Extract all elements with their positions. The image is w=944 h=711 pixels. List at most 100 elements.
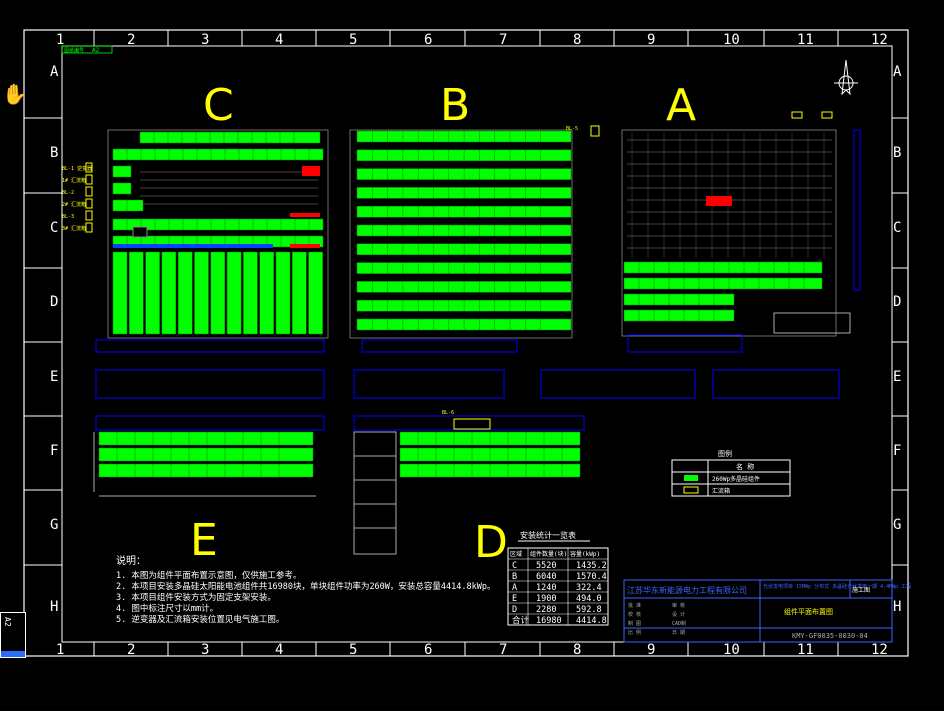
- column-label-top: 9: [647, 32, 655, 48]
- area-c-blue-cable: [113, 244, 273, 248]
- area-d-building: [353, 431, 397, 555]
- column-label-top: 8: [573, 32, 581, 48]
- area-c-panel-row: [112, 165, 132, 178]
- area-e-panel-row: [98, 463, 314, 478]
- inverter-label: 2# 汇流箱: [62, 201, 86, 208]
- area-c-panel-column: [259, 251, 274, 335]
- column-label-top: 12: [871, 32, 888, 48]
- area-d-combiner: [453, 418, 491, 430]
- summary-table-cell: C: [512, 561, 517, 571]
- row-label-right: B: [893, 145, 901, 161]
- legend-swatch-panel: [684, 475, 698, 481]
- inverter-label: 1# 汇流箱: [62, 177, 86, 184]
- summary-table-cell: 1900: [536, 594, 556, 604]
- summary-table-cell: E: [512, 594, 517, 604]
- column-label-bottom: 8: [573, 642, 581, 658]
- inverter-label-box: [85, 174, 93, 185]
- column-label-top: 4: [275, 32, 283, 48]
- area-a-panel-row: [623, 277, 823, 290]
- area-c-panel-column: [177, 251, 193, 335]
- summary-table-cell: 16980: [536, 616, 562, 626]
- area-c-red-bar-2: [290, 244, 320, 248]
- area-b-boundary: [349, 129, 573, 339]
- summary-table-cell: 592.8: [576, 605, 602, 615]
- area-c-black-box: [132, 226, 148, 238]
- title-block-field: 制 图: [628, 620, 641, 627]
- pan-hand-icon[interactable]: ✋: [2, 82, 27, 106]
- sheet-tag-left: 图纸编号: [64, 47, 84, 54]
- layout-tab-strip[interactable]: A2: [0, 612, 26, 658]
- area-c-inverter-red: [302, 166, 320, 176]
- summary-table-cell: 合计: [512, 615, 530, 626]
- summary-table-cell: 2280: [536, 605, 556, 615]
- title-block-field: 比 例: [628, 629, 641, 636]
- summary-table-cell: 494.0: [576, 594, 602, 604]
- area-e-panel-row: [98, 431, 314, 446]
- column-label-bottom: 3: [201, 642, 209, 658]
- column-label-top: 7: [499, 32, 507, 48]
- summary-table-header: 容量(kWp): [570, 550, 600, 558]
- title-block-stage: 施工图: [852, 586, 870, 594]
- area-a-boundary: [621, 129, 837, 337]
- inverter-label: BL-2: [62, 190, 74, 196]
- sheet-tag-right: A2: [92, 47, 100, 54]
- title-block-project: 光伏发电项目 15MWp 分布式 多晶硅光伏发电一期 4.4MWp 工程: [763, 583, 911, 590]
- title-block-border: [623, 579, 893, 643]
- area-a-road-outline: [627, 334, 743, 353]
- row-label-right: F: [893, 443, 901, 459]
- row-label-left: D: [50, 294, 58, 310]
- summary-table-cell: 6040: [536, 572, 556, 582]
- area-d-combiner-label: BL-6: [442, 410, 454, 416]
- area-c-panel-column: [194, 251, 209, 335]
- area-d-road-outline: [353, 415, 585, 431]
- inverter-label-box: [85, 162, 93, 173]
- area-a-panel-row: [623, 309, 735, 322]
- row-label-left: E: [50, 369, 58, 385]
- column-label-top: 5: [349, 32, 357, 48]
- column-label-bottom: 12: [871, 642, 888, 658]
- legend-header: 名 称: [736, 462, 754, 471]
- inner-frame: [61, 45, 893, 643]
- notes-line: 2. 本项目安装多晶硅太阳能电池组件共16980块，单块组件功率为260W，安装…: [116, 581, 495, 592]
- active-tab-indicator: [1, 651, 25, 657]
- column-label-top: 3: [201, 32, 209, 48]
- layout-tab-label: A2: [3, 617, 12, 627]
- area-a-combiner-1: [791, 111, 803, 119]
- area-a-substation: [773, 312, 851, 334]
- area-label-A: A: [666, 80, 696, 131]
- column-label-top: 10: [723, 32, 740, 48]
- notes-line: 4. 图中标注尺寸以mm计。: [116, 603, 218, 614]
- summary-table-cell: A: [512, 583, 517, 593]
- row-label-right: C: [893, 220, 901, 236]
- row-label-right: A: [893, 64, 902, 80]
- area-c-panel-row: [112, 218, 324, 231]
- area-c-panel-column: [129, 251, 144, 335]
- legend-item-combiner: 汇流箱: [712, 487, 730, 495]
- area-label-D: D: [474, 517, 508, 568]
- title-block-field: CAD制: [672, 620, 686, 627]
- north-arrow-icon: [834, 59, 858, 96]
- column-label-top: 1: [56, 32, 64, 48]
- area-c-panel-row: [112, 199, 144, 212]
- legend-swatch-combiner: [683, 486, 699, 494]
- area-c-panel-column: [112, 251, 128, 335]
- title-block-field: 设 计: [672, 611, 685, 618]
- area-b-road-outline: [361, 339, 518, 353]
- area-e-panel-row: [98, 447, 314, 462]
- inverter-label-box: [85, 210, 93, 221]
- summary-table-cell: 5520: [536, 561, 556, 571]
- title-block-drawing-no: KMY-GF0035-0030-04: [792, 632, 868, 640]
- summary-table-title: 安装统计一览表: [520, 530, 576, 540]
- title-block-field: 日 期: [672, 630, 685, 636]
- inverter-label-box: [85, 198, 93, 209]
- area-a-panel-row: [623, 261, 823, 274]
- legend-title: 图例: [718, 449, 732, 458]
- column-label-bottom: 5: [349, 642, 357, 658]
- title-block-field: 批 准: [628, 602, 641, 609]
- title-block-company: 江苏华东新能源电力工程有限公司: [627, 585, 747, 595]
- road-e-outline: [540, 369, 696, 399]
- column-label-bottom: 6: [424, 642, 432, 658]
- summary-table-header: 区域: [510, 550, 522, 558]
